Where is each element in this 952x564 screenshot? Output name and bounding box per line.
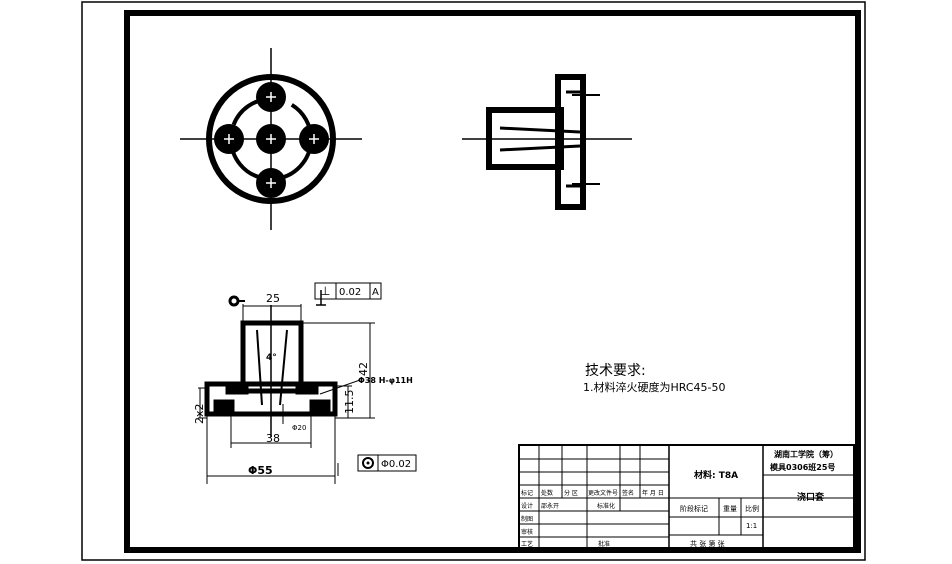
inner-border <box>124 10 861 553</box>
dim-top-width: 25 <box>266 292 280 305</box>
dim-flange-outer: Φ55 <box>248 464 273 477</box>
tb-ratio-label: 比例 <box>745 504 759 513</box>
dim-hole-small: Φ20 <box>292 424 306 432</box>
dim-left-height: 2x2 <box>193 403 206 424</box>
tb-row-label-1: 处数 <box>541 489 553 497</box>
tech-req-title: 技术要求: <box>585 363 646 379</box>
datum-circle-icon <box>228 295 240 307</box>
tb-ratio-value: 1:1 <box>746 522 757 530</box>
tech-req-line1: 1.材料淬火硬度为HRC45-50 <box>583 380 726 394</box>
title-block <box>518 444 855 549</box>
tb-row2-label-1: 邵永开 <box>541 502 559 510</box>
tb-material: 材料: T8A <box>693 469 738 481</box>
tb-left-label-1: 审核 <box>521 528 533 536</box>
tb-row-label-4: 签名 <box>622 489 634 497</box>
outer-frame <box>81 1 866 561</box>
perp-datum: A <box>372 287 379 298</box>
tb-approve-label: 批准 <box>598 540 610 548</box>
concentricity-tolerance-frame: Φ0.02 <box>357 454 417 472</box>
tb-row-label-5: 年 月 日 <box>642 489 664 497</box>
outer-circle <box>206 74 336 204</box>
tb-row-label-3: 更改文件号 <box>588 489 618 497</box>
tb-row-label-2: 分 区 <box>564 489 578 497</box>
tb-class-no: 模具0306班25号 <box>770 462 835 472</box>
top-view <box>180 48 362 230</box>
tb-sheet-label: 共 张 第 张 <box>690 539 725 548</box>
tb-left-label-0: 制图 <box>521 515 533 523</box>
tb-part-name: 浇口套 <box>797 491 825 503</box>
tb-stage-label: 阶段标记 <box>680 504 708 513</box>
perpendicularity-tolerance-frame: ⊥ 0.02 A <box>314 282 382 300</box>
tb-left-label-2: 工艺 <box>521 540 533 548</box>
perp-value: 0.02 <box>339 287 361 298</box>
tb-weight-label: 重量 <box>723 505 737 513</box>
perpendicularity-icon: ⊥ <box>320 284 330 298</box>
tb-school: 湖南工学院（筹） <box>774 449 838 459</box>
tb-row2-label-0: 设计 <box>521 502 533 510</box>
dim-step-height: 11.5 <box>343 390 356 415</box>
side-view <box>462 74 632 210</box>
dim-total-height: 42 <box>357 362 370 376</box>
tb-row2-label-2: 标准化 <box>597 502 615 510</box>
section-view <box>198 290 375 484</box>
leader-note: Φ38 H-φ11H <box>358 376 413 385</box>
concentricity-icon <box>362 457 374 469</box>
conc-value: Φ0.02 <box>381 459 411 470</box>
tb-row-label-0: 标记 <box>521 489 533 497</box>
dim-angle: 4° <box>266 353 277 363</box>
dim-flange-inner: 38 <box>266 432 280 445</box>
